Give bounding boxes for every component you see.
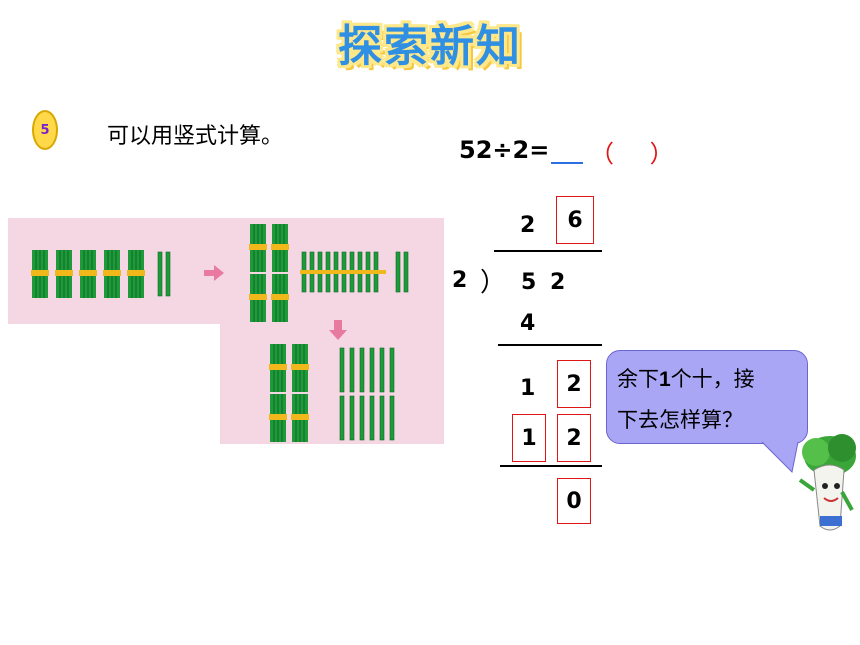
division-bar [494,250,602,252]
remainder-tens: 1 [520,376,536,401]
dividend-ones: 2 [550,270,566,295]
page-title: 探索新知 [338,21,522,72]
arrow-right-icon [204,265,224,281]
intro-text: 可以用竖式计算。 [107,124,284,149]
arrow-down-icon [329,320,347,340]
final-remainder-box: 0 [557,478,591,524]
stick-bundles-illustration [8,218,444,444]
equation: 52÷2= [459,136,584,164]
number-badge-icon: 5 [32,110,58,150]
subtract-2-ones-box: 2 [557,414,591,462]
final-remainder: 0 [566,488,582,514]
subtract-2-ones: 2 [566,425,582,451]
quotient-ones-box: 6 [556,196,594,244]
quotient-ones: 6 [567,207,583,233]
speech-bubble-tail [761,441,799,474]
subtract-1: 4 [520,311,536,336]
subtract-2-tens: 1 [521,425,537,451]
subtract-2-tens-box: 1 [512,414,546,462]
dividend-tens: 5 [521,270,537,295]
bring-down-digit: 2 [566,371,582,397]
speech-line-1-b: 个十，接 [670,367,755,391]
speech-line-2: 下去怎样算？ [617,408,743,432]
answer-parens: （ ） [590,140,688,168]
sub-line-1 [498,344,602,346]
vegetable-character-icon [798,434,856,531]
speech-bubble: 余下1个十，接 下去怎样算？ [606,350,808,444]
divisor: 2 [452,268,468,293]
bring-down-box: 2 [557,360,591,408]
quotient-tens: 2 [520,213,536,238]
speech-line-1-num: 1 [659,368,671,391]
problem-number: 5 [40,122,50,138]
sub-line-2 [500,465,602,467]
equation-text: 52÷2= [459,136,550,164]
answer-blank [551,138,584,164]
speech-line-1-a: 余下 [617,367,659,391]
speech-line-1: 余下1个十，接 [617,359,797,400]
division-bracket: ） [480,268,507,298]
